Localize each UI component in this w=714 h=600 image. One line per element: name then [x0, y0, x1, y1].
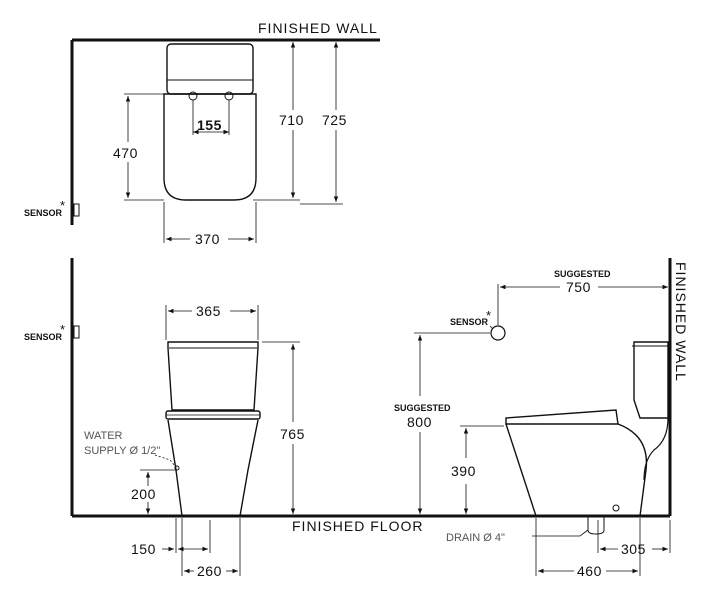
suggested-750-label: SUGGESTED [554, 269, 611, 279]
side-sensor-mark: * [486, 308, 491, 323]
side-dimensions [414, 284, 671, 576]
front-sensor-label: SENSOR [24, 332, 63, 342]
side-sensor-label: SENSOR [450, 317, 489, 327]
dim-470: 470 [113, 145, 138, 161]
dim-150: 150 [131, 541, 156, 557]
sensor-box [73, 203, 80, 217]
dim-725: 725 [322, 112, 347, 128]
plan-sensor-label: SENSOR [24, 208, 63, 218]
water-supply-label-1: WATER [84, 430, 123, 442]
side-sensor-circle [490, 325, 506, 341]
front-sensor-box [73, 325, 80, 339]
side-body [505, 423, 648, 517]
dim-365: 365 [196, 303, 221, 319]
finished-floor-label: FINISHED FLOOR [292, 518, 423, 534]
finished-wall-label: FINISHED WALL [258, 20, 378, 36]
dim-200: 200 [131, 486, 156, 502]
plan-dimensions [124, 42, 343, 243]
drain-pipe [587, 516, 605, 535]
dim-750: 750 [566, 279, 591, 295]
plan-sensor-mark: * [60, 198, 65, 213]
front-dimensions [140, 305, 300, 576]
plan-view [70, 38, 380, 225]
front-bowl [167, 419, 259, 517]
side-seat [505, 409, 619, 425]
front-tank [167, 341, 259, 411]
dim-800: 800 [407, 414, 432, 430]
bolt-left [188, 91, 198, 101]
dim-390: 390 [451, 463, 476, 479]
dim-305: 305 [621, 541, 646, 557]
front-sensor-mark: * [60, 322, 65, 337]
drain-label: DRAIN Ø 4" [446, 532, 505, 544]
dim-710: 710 [279, 112, 304, 128]
dim-260: 260 [197, 563, 222, 579]
front-view [70, 258, 670, 518]
dim-155: 155 [197, 117, 222, 133]
water-supply-label-2: SUPPLY Ø 1/2" [84, 445, 160, 457]
suggested-800-label: SUGGESTED [394, 403, 451, 413]
side-view [490, 258, 672, 535]
tank-outline [166, 43, 254, 95]
water-supply-point [174, 465, 180, 471]
dim-765: 765 [280, 426, 305, 442]
dim-370: 370 [195, 231, 220, 247]
finished-wall-side-label: FINISHED WALL [673, 262, 689, 382]
bolt-right [224, 91, 234, 101]
side-tank [633, 341, 669, 419]
seat-outline [163, 93, 257, 201]
dim-460: 460 [577, 563, 602, 579]
